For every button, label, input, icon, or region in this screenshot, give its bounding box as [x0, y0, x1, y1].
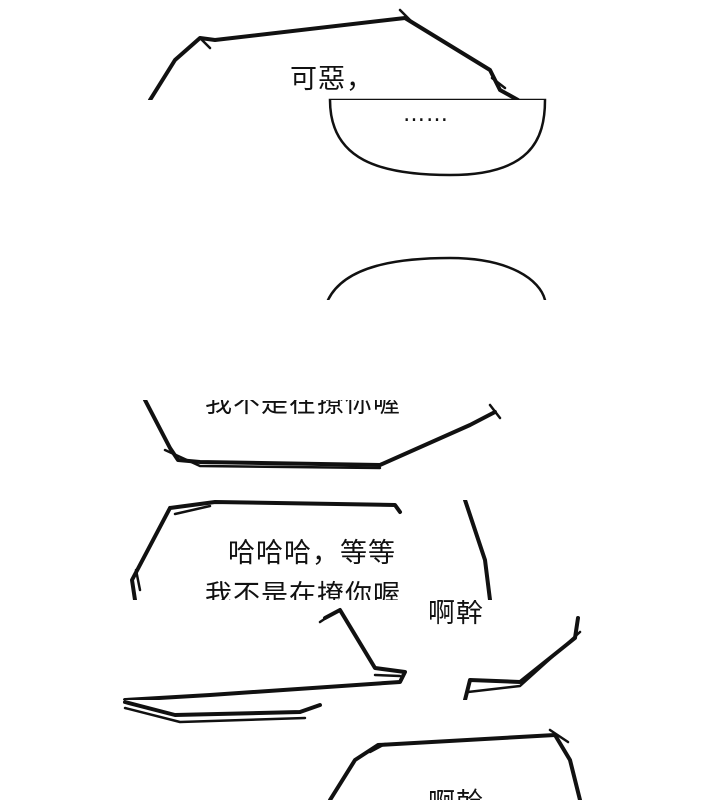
dialogue-text: 可惡，	[290, 64, 374, 95]
dialogue-text: 我不是在撩你喔	[205, 400, 401, 419]
dialogue-text: 哈哈哈，等等	[228, 538, 396, 569]
panel-3: 我不是在撩你喔	[0, 400, 720, 500]
speech-balloon-outline	[130, 500, 492, 600]
speech-balloon-outline	[148, 8, 547, 100]
panel-1: 可惡，	[0, 0, 720, 100]
panel-5: 啊幹	[0, 600, 720, 700]
panel-4: 哈哈哈，等等 我不是在撩你喔	[0, 500, 720, 600]
dialogue-text: ……	[403, 102, 449, 127]
panel-2: ……	[0, 100, 720, 300]
dialogue-text: 啊幹	[428, 790, 484, 800]
speech-balloon-outline	[326, 100, 547, 300]
speech-balloon-outline	[143, 400, 502, 470]
speech-balloon-outline	[123, 700, 582, 800]
speech-balloon-outline	[123, 608, 582, 700]
dialogue-text: 啊幹	[428, 600, 484, 629]
dialogue-text: 我不是在撩你喔	[205, 580, 401, 600]
panel-6: 啊幹	[0, 700, 720, 800]
